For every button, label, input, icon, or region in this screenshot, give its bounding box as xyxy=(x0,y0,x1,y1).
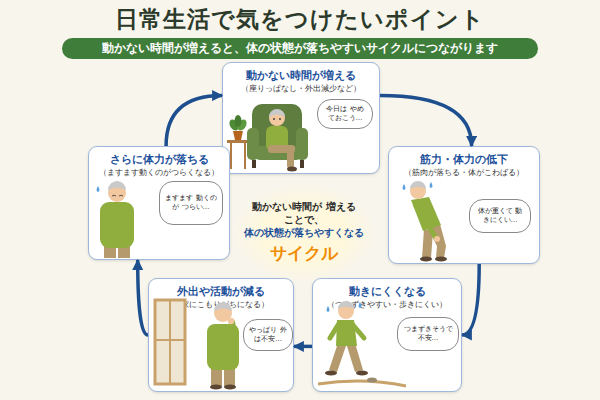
speech-bubble: ますます 動くのが つらい… xyxy=(159,181,223,225)
box-text: （つまずきやすい・歩きにくい） xyxy=(313,300,461,309)
process-box: 外出や活動が減る （家にこもりがちになる） やっぱり 外は不安… xyxy=(148,278,294,392)
process-box: さらに体力が落ちる （ますます動くのがつらくなる） ますます 動くのが つらい… xyxy=(88,146,230,260)
page-title: 日常生活で気をつけたいポイント xyxy=(0,4,600,35)
center-text: サイクル xyxy=(270,242,338,265)
bubble-text: ますます 動くのが つらい… xyxy=(165,194,217,212)
cycle-arrow xyxy=(462,264,479,335)
center-ellipse: 動かない時間が 増えることで、体の状態が落ちやすくなるサイクル xyxy=(232,184,376,282)
cycle-arrow xyxy=(138,260,148,335)
box-text: （筋肉が落ちる・体がこわばる） xyxy=(389,168,539,177)
subtitle-band: 動かない時間が増えると、体の状態が落ちやすいサイクルにつながります xyxy=(62,38,538,59)
center-text: 動かない時間が 増えることで、 xyxy=(249,201,359,227)
box-text: さらに体力が落ちる xyxy=(89,153,229,166)
box-text: 動かない時間が増える xyxy=(223,69,379,82)
cycle-arrow xyxy=(380,96,472,146)
box-text: 動きにくくなる xyxy=(313,285,461,298)
center-glow xyxy=(232,184,376,282)
process-box: 筋力・体力の低下 （筋肉が落ちる・体がこわばる） 体が重くて 動きにくい… xyxy=(388,146,540,264)
bubble-text: 今日は やめておこう… xyxy=(323,105,367,123)
speech-bubble: つまずきそうで 不安… xyxy=(397,317,459,351)
cycle-arrow xyxy=(166,96,222,146)
process-box: 動かない時間が増える （座りっぱなし・外出減少など） 今日は やめておこう… xyxy=(222,62,380,174)
speech-bubble: 体が重くて 動きにくい… xyxy=(469,199,531,233)
center-text: 体の状態が落ちやすくなる xyxy=(244,227,364,240)
bubble-text: 体が重くて 動きにくい… xyxy=(475,207,525,225)
speech-bubble: 今日は やめておこう… xyxy=(317,99,373,129)
bubble-text: やっぱり 外は不安… xyxy=(249,326,287,344)
process-box: 動きにくくなる （つまずきやすい・歩きにくい） つまずきそうで 不安… xyxy=(312,278,462,392)
bubble-text: つまずきそうで 不安… xyxy=(403,325,453,343)
band-text: 動かない時間が増えると、体の状態が落ちやすいサイクルにつながります xyxy=(102,41,498,56)
box-text: 外出や活動が減る xyxy=(149,285,293,298)
box-text: （家にこもりがちになる） xyxy=(149,300,293,309)
box-text: 筋力・体力の低下 xyxy=(389,153,539,166)
box-text: （座りっぱなし・外出減少など） xyxy=(223,84,379,93)
speech-bubble: やっぱり 外は不安… xyxy=(243,319,293,351)
box-text: （ますます動くのがつらくなる） xyxy=(89,168,229,177)
cycle-arrow xyxy=(294,345,312,349)
